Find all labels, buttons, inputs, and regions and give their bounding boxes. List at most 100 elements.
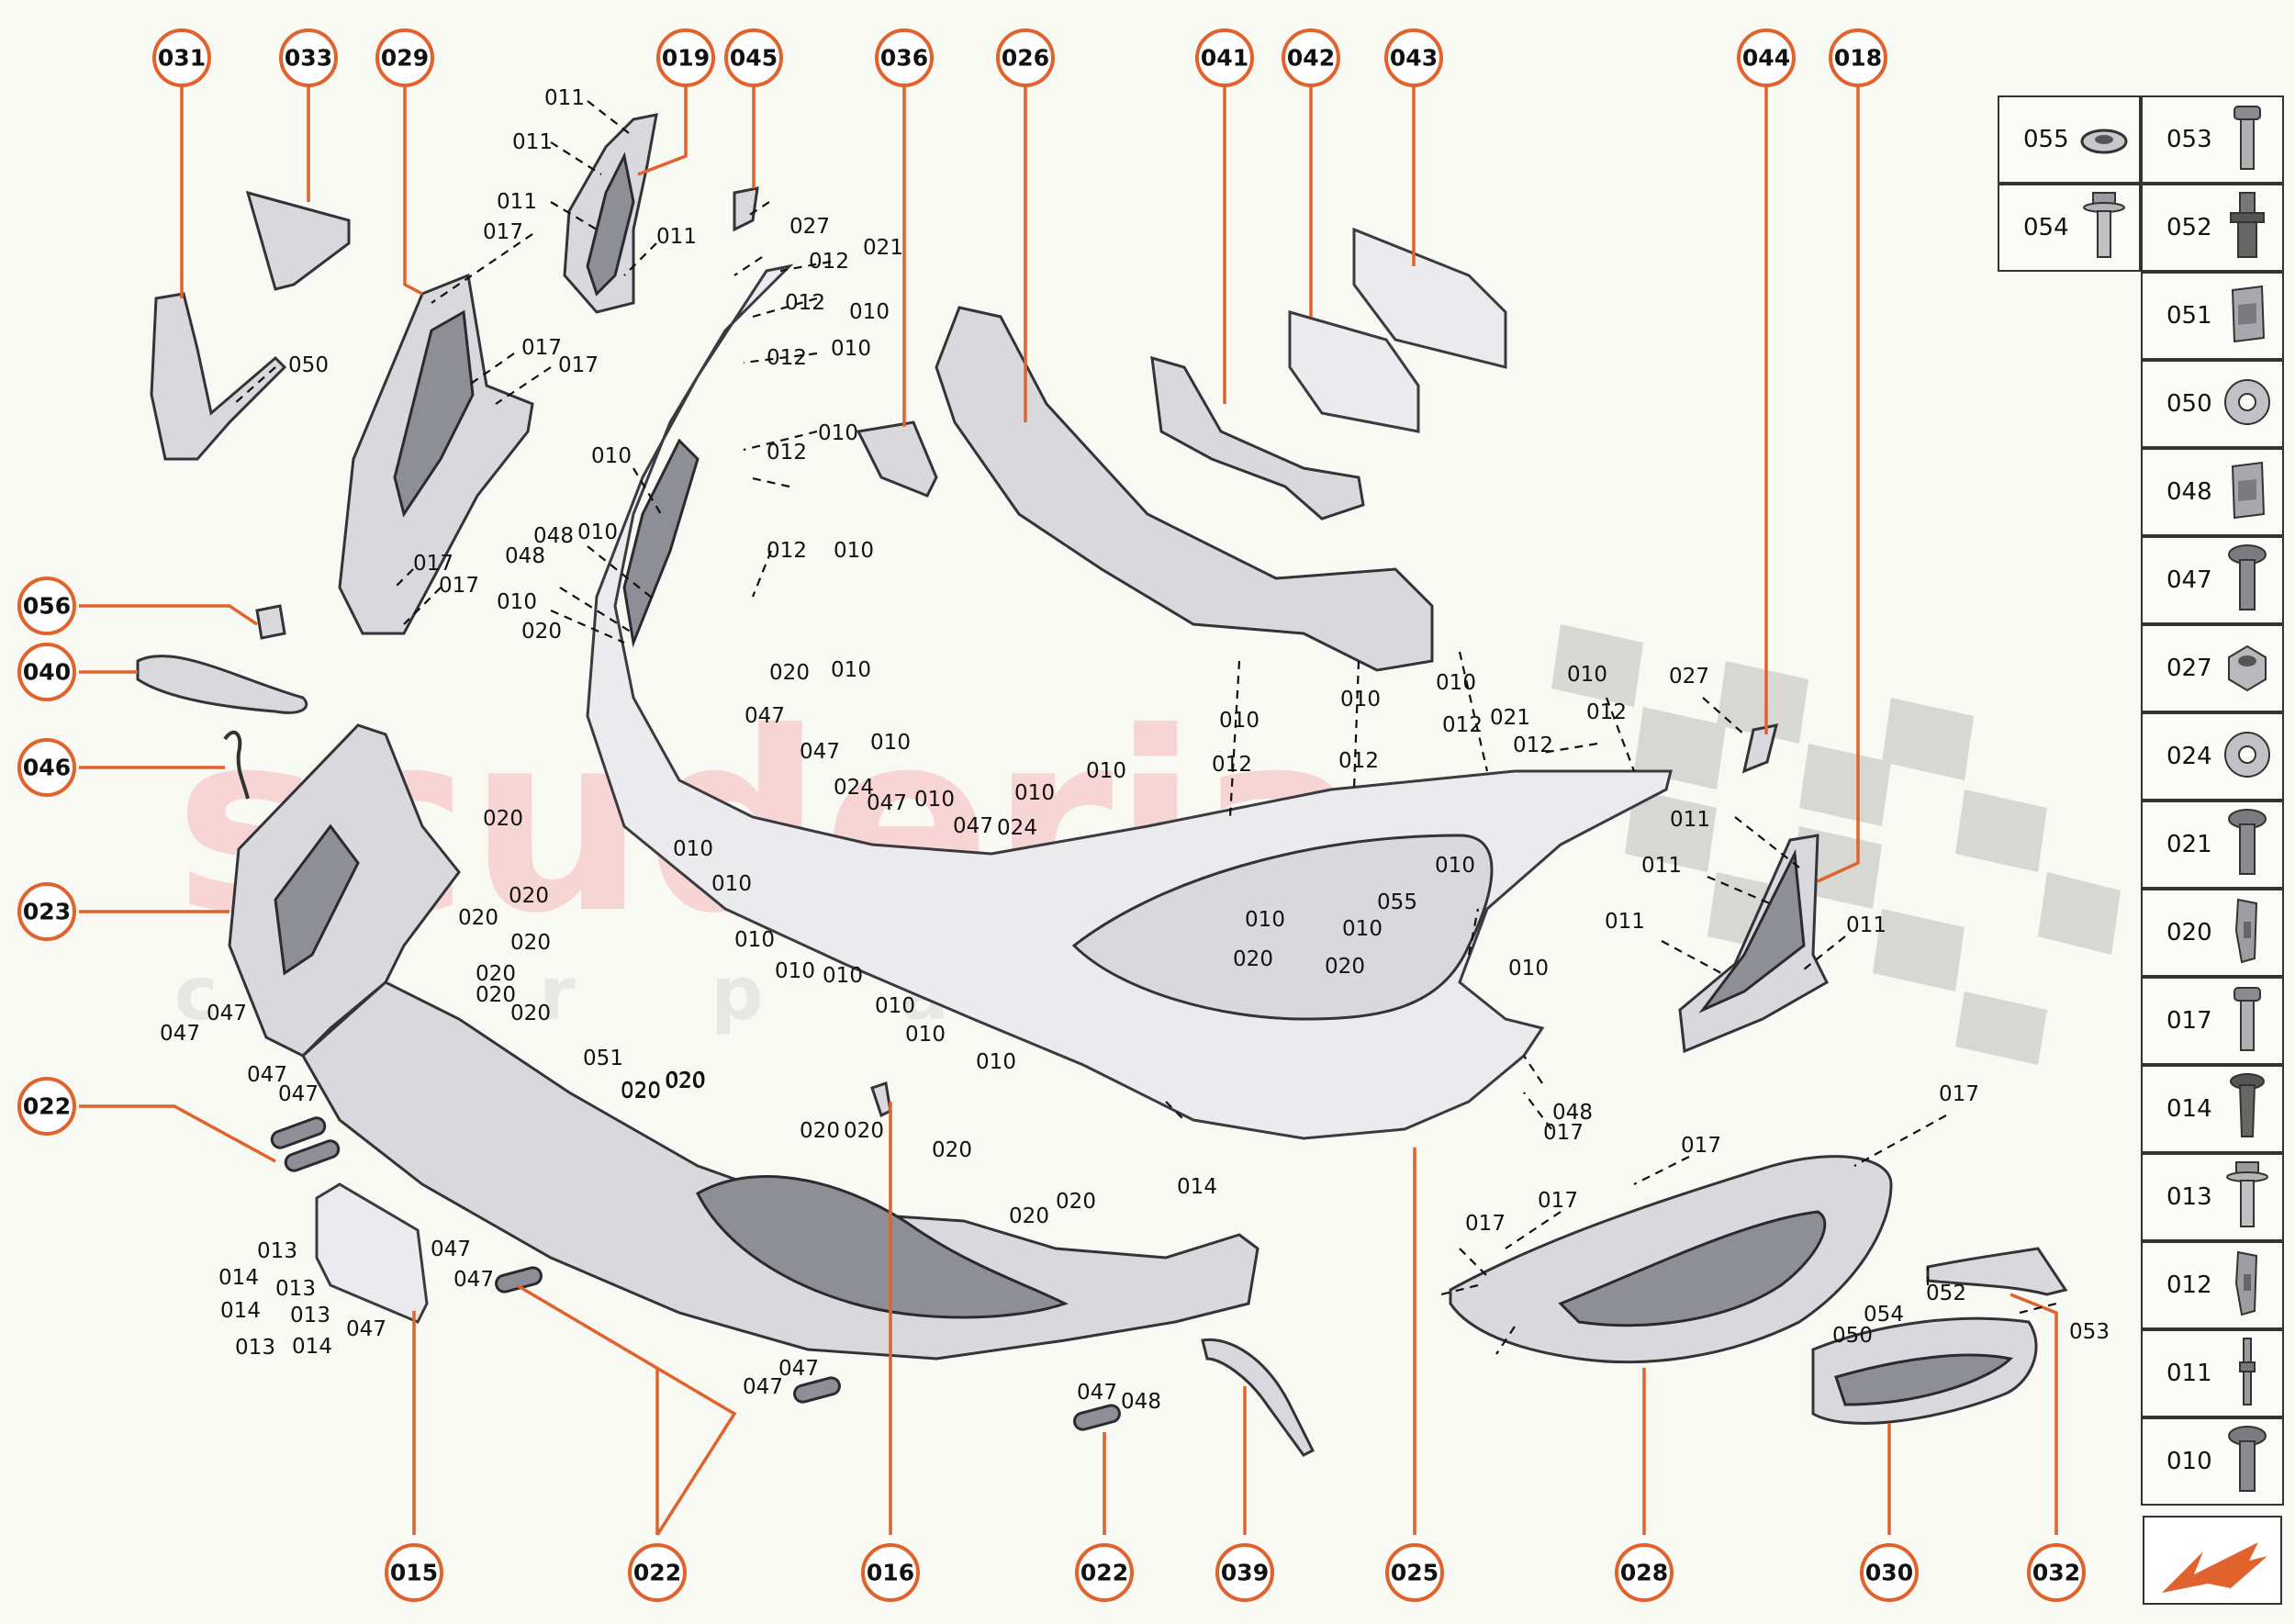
part-label: 010 [976, 1050, 1016, 1074]
legend-row-014[interactable]: 014 [2141, 1065, 2284, 1153]
part-label: 054 [1864, 1303, 1904, 1327]
legend-row-051[interactable]: 051 [2141, 272, 2284, 360]
callout-036[interactable]: 036 [875, 28, 934, 87]
callout-015[interactable]: 015 [385, 1543, 443, 1602]
flange-bolt-icon [2077, 189, 2132, 266]
callout-040[interactable]: 040 [17, 643, 76, 701]
part-label: 020 [1056, 1190, 1096, 1214]
part-label: 014 [218, 1266, 259, 1290]
part-label: 050 [1832, 1324, 1873, 1348]
stud-bolt-icon [2220, 189, 2275, 266]
callout-045[interactable]: 045 [724, 28, 783, 87]
part-label: 020 [476, 983, 516, 1007]
part-026-crash-beam [935, 306, 1434, 672]
part-label: 014 [1177, 1175, 1217, 1199]
legend-row-013[interactable]: 013 [2141, 1153, 2284, 1241]
callout-042[interactable]: 042 [1282, 28, 1340, 87]
part-label: 012 [1338, 749, 1379, 773]
legend-code: 052 [2166, 214, 2212, 241]
part-label: 010 [823, 964, 863, 988]
callout-033[interactable]: 033 [279, 28, 338, 87]
callout-043[interactable]: 043 [1384, 28, 1443, 87]
callout-022[interactable]: 022 [17, 1077, 76, 1136]
part-label: 052 [1926, 1282, 1966, 1305]
callout-022[interactable]: 022 [628, 1543, 687, 1602]
callout-019[interactable]: 019 [656, 28, 715, 87]
legend-row-053[interactable]: 053 [2141, 95, 2284, 184]
part-label: 010 [673, 837, 713, 861]
part-label: 047 [744, 704, 785, 728]
callout-046[interactable]: 046 [17, 738, 76, 797]
legend-row-020[interactable]: 020 [2141, 889, 2284, 977]
part-label: 010 [875, 994, 915, 1018]
callout-018[interactable]: 018 [1829, 28, 1887, 87]
svg-text:044: 044 [1742, 45, 1790, 72]
part-label: 020 [1325, 955, 1365, 979]
part-036-bracket [856, 420, 938, 498]
part-label: 010 [1086, 759, 1126, 783]
svg-text:043: 043 [1390, 45, 1438, 72]
callout-016[interactable]: 016 [861, 1543, 920, 1602]
callout-025[interactable]: 025 [1385, 1543, 1444, 1602]
part-shapes [136, 113, 2068, 1457]
legend-row-010[interactable]: 010 [2141, 1417, 2284, 1506]
legend-code: 012 [2166, 1271, 2212, 1299]
callout-030[interactable]: 030 [1860, 1543, 1919, 1602]
callout-026[interactable]: 026 [996, 28, 1055, 87]
next-page-arrow-icon[interactable] [2143, 1516, 2282, 1605]
part-label: 020 [800, 1119, 840, 1143]
part-label: 012 [1212, 753, 1252, 777]
legend-row-048[interactable]: 048 [2141, 448, 2284, 536]
part-label: 012 [767, 539, 807, 563]
part-022-lower-lip [301, 980, 1259, 1361]
screw-icon [2220, 806, 2275, 883]
part-label: 010 [831, 337, 871, 361]
legend-row-021[interactable]: 021 [2141, 801, 2284, 889]
legend-row-024[interactable]: 024 [2141, 712, 2284, 801]
part-label: 011 [512, 130, 553, 154]
legend-row-050[interactable]: 050 [2141, 360, 2284, 448]
callout-039[interactable]: 039 [1215, 1543, 1274, 1602]
legend-row-054[interactable]: 054 [1998, 184, 2141, 272]
svg-text:023: 023 [23, 899, 71, 925]
svg-text:039: 039 [1221, 1560, 1269, 1586]
screw-icon [2220, 1423, 2275, 1500]
part-label: 020 [769, 661, 810, 685]
legend-row-011[interactable]: 011 [2141, 1329, 2284, 1417]
part-label: 011 [544, 86, 585, 110]
part-label: 047 [743, 1375, 783, 1399]
legend-row-027[interactable]: 027 [2141, 624, 2284, 712]
callout-032[interactable]: 032 [2027, 1543, 2086, 1602]
part-label: 020 [844, 1119, 884, 1143]
part-label: 024 [997, 816, 1037, 840]
callout-031[interactable]: 031 [152, 28, 211, 87]
legend-row-052[interactable]: 052 [2141, 184, 2284, 272]
legend-code: 011 [2166, 1360, 2212, 1387]
leader-lines [79, 79, 2058, 1536]
legend-row-012[interactable]: 012 [2141, 1241, 2284, 1329]
callout-041[interactable]: 041 [1195, 28, 1254, 87]
part-label: 017 [1543, 1121, 1584, 1145]
callout-028[interactable]: 028 [1615, 1543, 1674, 1602]
callout-022[interactable]: 022 [1075, 1543, 1134, 1602]
flange-bolt-icon [2220, 1159, 2275, 1236]
legend-row-017[interactable]: 017 [2141, 977, 2284, 1065]
clip-nut-icon [2220, 277, 2275, 354]
part-label: 010 [711, 872, 752, 896]
part-040-seal [136, 655, 308, 714]
part-label: 020 [1233, 947, 1273, 971]
legend-row-047[interactable]: 047 [2141, 536, 2284, 624]
part-label: 011 [1605, 910, 1645, 934]
callout-056[interactable]: 056 [17, 577, 76, 635]
svg-text:015: 015 [390, 1560, 438, 1586]
svg-text:016: 016 [867, 1560, 914, 1586]
callout-023[interactable]: 023 [17, 882, 76, 941]
legend-code: 021 [2166, 831, 2212, 858]
callout-044[interactable]: 044 [1737, 28, 1796, 87]
legend-row-055[interactable]: 055 [1998, 95, 2141, 184]
part-label: 010 [914, 788, 955, 812]
part-label: 012 [809, 250, 849, 274]
callout-029[interactable]: 029 [375, 28, 434, 87]
part-label: 020 [621, 1080, 661, 1103]
spring-clip-icon [2220, 1247, 2275, 1324]
